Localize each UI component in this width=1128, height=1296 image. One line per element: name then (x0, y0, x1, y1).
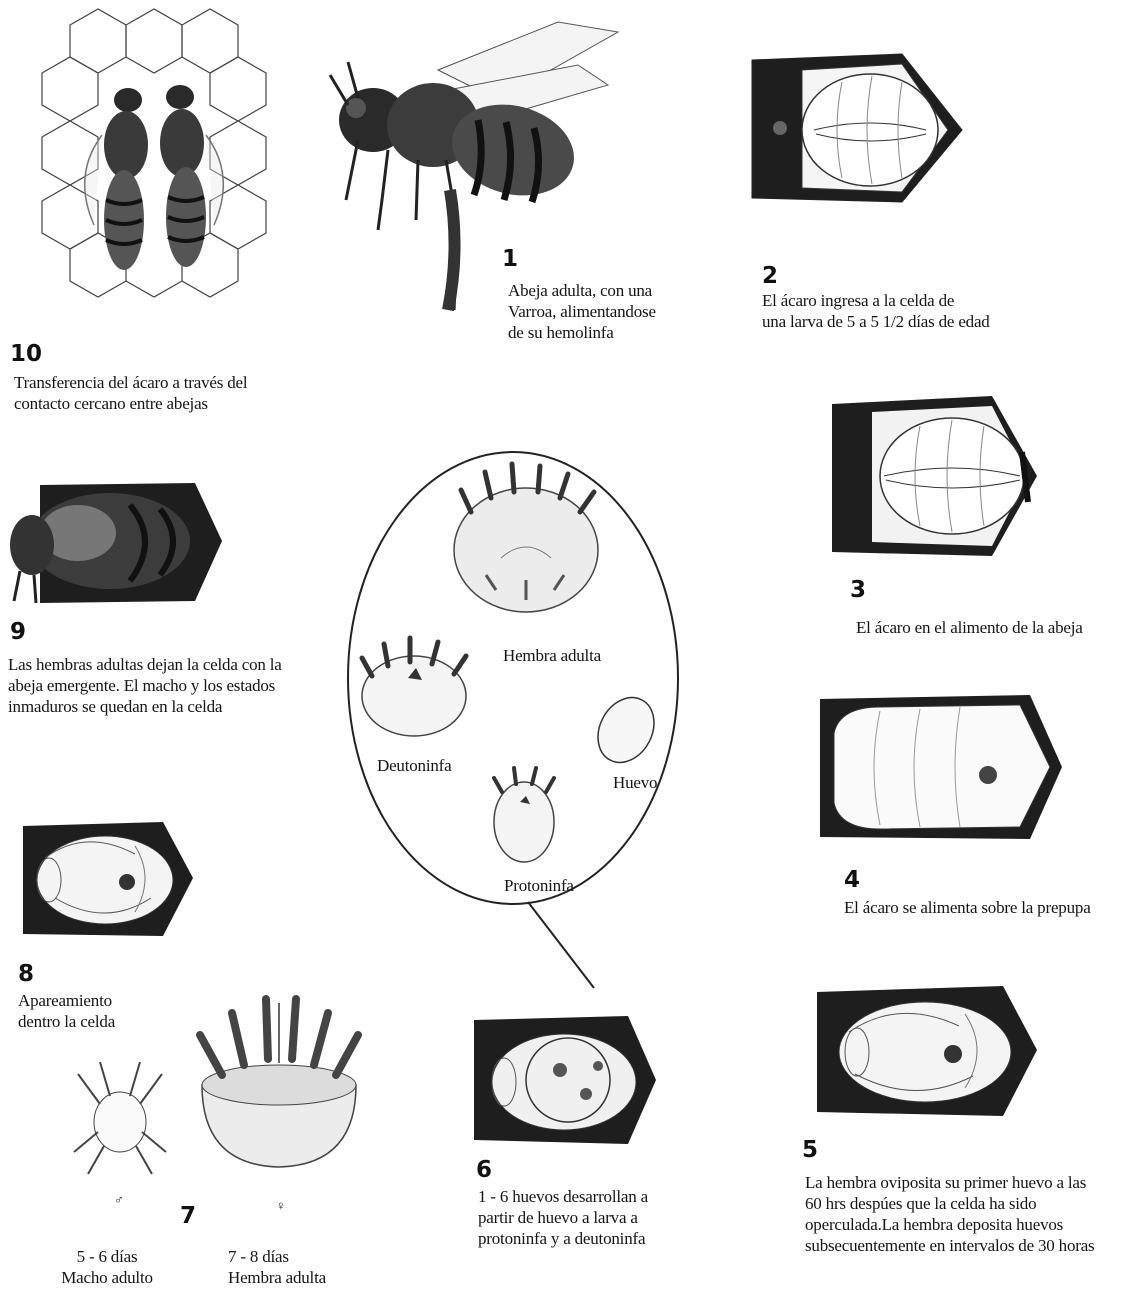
female-symbol: ♀ (276, 1196, 286, 1216)
female-mite-illustration (188, 975, 370, 1185)
caption-line: El ácaro se alimenta sobre la prepupa (844, 897, 1091, 918)
female-adult-caption: 7 - 8 días Hembra adulta (228, 1246, 326, 1288)
caption-line: La hembra oviposita su primer huevo a la… (805, 1172, 1094, 1193)
mite-stages-circle (336, 440, 691, 990)
caption-line: Apareamiento (18, 990, 115, 1011)
male-symbol: ♂ (114, 1190, 124, 1210)
step-caption-8: Apareamiento dentro la celda (18, 990, 115, 1032)
label-deutonymph: Deutoninfa (377, 756, 451, 776)
caption-line: Varroa, alimentandose (508, 301, 656, 322)
step-caption-6: 1 - 6 huevos desarrollan a partir de hue… (478, 1186, 648, 1249)
caption-line: protoninfa y a deutoninfa (478, 1228, 648, 1249)
caption-line: partir de huevo a larva a (478, 1207, 648, 1228)
label-protonymph: Protoninfa (504, 876, 574, 896)
step-number-10: 10 (10, 342, 42, 366)
step-number-5: 5 (802, 1138, 818, 1162)
step-caption-1: Abeja adulta, con una Varroa, alimentand… (508, 280, 656, 343)
step-caption-9: Las hembras adultas dejan la celda con l… (8, 654, 282, 717)
step-number-7: 7 (180, 1204, 196, 1228)
step-caption-5: La hembra oviposita su primer huevo a la… (805, 1172, 1094, 1256)
step-number-2: 2 (762, 264, 778, 288)
caption-line: de su hemolinfa (508, 322, 656, 343)
caption-line: Abeja adulta, con una (508, 280, 656, 301)
male-adult-caption: 5 - 6 días Macho adulto (52, 1246, 162, 1288)
cell-pupa-oviposit-illustration (815, 982, 1040, 1122)
step-number-1: 1 (502, 247, 518, 271)
emerging-bee-cell-illustration (10, 475, 225, 610)
step-number-3: 3 (850, 578, 866, 602)
step-number-4: 4 (844, 868, 860, 892)
cell-eggs-nymphs-illustration (468, 1010, 658, 1150)
caption-line: Las hembras adultas dejan la celda con l… (8, 654, 282, 675)
step-caption-10: Transferencia del ácaro a través del con… (14, 372, 247, 414)
step-number-9: 9 (10, 620, 26, 644)
adult-bee-illustration (328, 10, 628, 320)
label-egg: Huevo (613, 773, 657, 793)
caption-line: subsecuentemente en intervalos de 30 hor… (805, 1235, 1094, 1256)
cell-larva-food-illustration (832, 392, 1042, 562)
step-caption-4: El ácaro se alimenta sobre la prepupa (844, 897, 1091, 918)
caption-line: El ácaro ingresa a la celda de (762, 290, 990, 311)
male-mite-illustration (70, 1060, 170, 1180)
step-number-8: 8 (18, 962, 34, 986)
female-days: 7 - 8 días (228, 1246, 326, 1267)
label-adult-female: Hembra adulta (503, 646, 601, 666)
honeycomb-two-bees-illustration (40, 5, 275, 325)
caption-line: una larva de 5 a 5 1/2 días de edad (762, 311, 990, 332)
male-days: 5 - 6 días (52, 1246, 162, 1267)
step-caption-3: El ácaro en el alimento de la abeja (856, 617, 1083, 638)
caption-line: El ácaro en el alimento de la abeja (856, 617, 1083, 638)
cell-mating-illustration (15, 818, 195, 940)
step-caption-2: El ácaro ingresa a la celda de una larva… (762, 290, 990, 332)
caption-line: 1 - 6 huevos desarrollan a (478, 1186, 648, 1207)
female-label: Hembra adulta (228, 1267, 326, 1288)
caption-line: contacto cercano entre abejas (14, 393, 247, 414)
caption-line: Transferencia del ácaro a través del (14, 372, 247, 393)
male-label: Macho adulto (52, 1267, 162, 1288)
cell-larva-illustration (752, 52, 972, 207)
caption-line: abeja emergente. El macho y los estados (8, 675, 282, 696)
step-number-6: 6 (476, 1158, 492, 1182)
caption-line: operculada.La hembra deposita huevos (805, 1214, 1094, 1235)
caption-line: inmaduros se quedan en la celda (8, 696, 282, 717)
caption-line: 60 hrs despúes que la celda ha sido (805, 1193, 1094, 1214)
caption-line: dentro la celda (18, 1011, 115, 1032)
cell-prepupa-illustration (820, 693, 1065, 843)
